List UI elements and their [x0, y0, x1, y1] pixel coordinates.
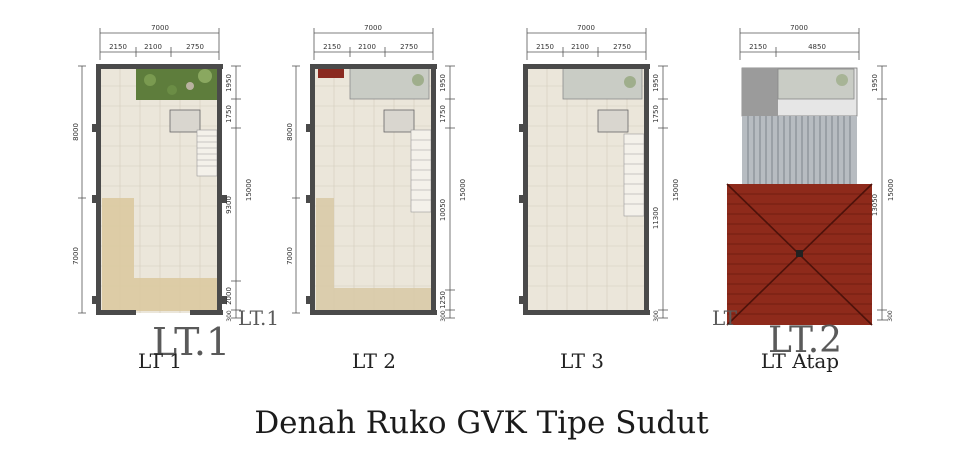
plan-roof-tile-lines: [727, 193, 872, 315]
plan-label-lt2: LT 2: [351, 349, 397, 373]
plan-lt1-dim-l1: 8000: [72, 123, 80, 141]
plan-lt2-dim-r2: 1750: [439, 105, 447, 123]
plan-lt2-dim-r3: 10050: [439, 199, 447, 221]
plan-lt3-stairs: [623, 133, 645, 217]
ghost-label-lt2-large: LT.2: [768, 320, 843, 361]
plan-roof-dim-r1: 1950: [871, 74, 879, 92]
plan-lt1-top-dims: [99, 28, 220, 60]
plan-lt1-stairs: [196, 129, 218, 177]
plan-lt3-right-dims: [658, 65, 668, 319]
plan-lt2-width-2: 2100: [358, 43, 376, 51]
plan-lt1-dim-r4: 2000: [225, 287, 233, 305]
plan-lt1-dim-r3: 9300: [225, 196, 233, 214]
plan-lt2-dim-l2: 7000: [286, 247, 294, 265]
plan-lt1-walls: [92, 64, 227, 315]
plan-lt3-dim-r2: 1750: [652, 105, 660, 123]
plan-roof-top-dims: [739, 28, 860, 60]
plan-lt1-width-3: 2750: [186, 43, 204, 51]
plan-roof-dim-r3: 300: [887, 310, 894, 322]
plan-lt1-dim-l2: 7000: [72, 247, 80, 265]
plan-lt2-bathroom: [383, 109, 415, 133]
plan-lt1-dim-r5: 300: [226, 310, 233, 322]
plan-lt3-dim-total: 15000: [672, 179, 680, 201]
ghost-label-lt: LT: [712, 306, 737, 330]
plan-lt3-bathroom: [597, 109, 629, 133]
plan-label-roof: LT Atap: [760, 349, 840, 373]
plan-lt3-width-2: 2100: [571, 43, 589, 51]
plan-lt3-dim-r1: 1950: [652, 74, 660, 92]
plan-lt2-width-3: 2750: [400, 43, 418, 51]
page-caption: Denah Ruko GVK Tipe Sudut: [254, 405, 709, 441]
plan-lt3-width-3: 2750: [613, 43, 631, 51]
plan-lt2-dim-r1: 1950: [439, 74, 447, 92]
plan-lt2-balcony: [316, 198, 431, 311]
plan-lt1-width-1: 2150: [109, 43, 127, 51]
plan-lt3: 7000 2150 2100 2750: [519, 24, 680, 322]
plan-lt2-width-1: 2150: [323, 43, 341, 51]
plan-lt3-dim-r3: 11300: [652, 207, 660, 229]
plan-label-lt1: LT 1: [137, 349, 183, 373]
plan-lt3-width-1: 2150: [536, 43, 554, 51]
plan-roof-dim-r2: 13050: [871, 194, 879, 216]
plan-roof-width-2: 4850: [808, 43, 826, 51]
plan-lt2-dim-l1: 8000: [286, 123, 294, 141]
plan-lt2: 7000 2150 2100 2750: [286, 24, 467, 322]
plan-lt2-dim-total: 15000: [459, 179, 467, 201]
plan-lt1-width-2: 2100: [144, 43, 162, 51]
plan-lt1-dim-total: 15000: [245, 179, 253, 201]
ghost-label-lt1-small: LT.1: [238, 306, 280, 330]
plan-roof: 7000 2150 4850: [726, 24, 895, 326]
plan-lt2-right-dims: [292, 65, 455, 319]
plan-lt1: 7000 2150 2100 2750: [72, 24, 253, 322]
plan-roof-dim-total: 15000: [887, 179, 895, 201]
plan-label-lt3: LT 3: [559, 349, 605, 373]
plan-lt1-terrace: [102, 198, 217, 311]
plan-lt2-overall-width: 7000: [364, 24, 382, 32]
plan-lt2-dim-r5: 300: [440, 310, 447, 322]
plan-lt2-walls: [306, 64, 437, 315]
plan-lt2-stairs: [410, 129, 432, 213]
plan-lt3-top-dims: [526, 28, 647, 60]
plan-lt1-overall-width: 7000: [151, 24, 169, 32]
plan-lt1-dim-r1: 1950: [225, 74, 233, 92]
plan-roof-overall-width: 7000: [790, 24, 808, 32]
plan-roof-right-dims: [877, 65, 887, 321]
plan-lt1-bathroom: [169, 109, 201, 133]
plan-lt1-dim-r2: 1750: [225, 105, 233, 123]
plan-lt3-walls: [519, 64, 650, 315]
plan-lt1-right-dims: [78, 65, 241, 319]
plan-lt3-dim-r4: 300: [653, 310, 660, 322]
plan-lt2-kitchen: [318, 68, 344, 78]
plan-roof-width-1: 2150: [749, 43, 767, 51]
plan-lt2-tile-grid: [314, 66, 433, 313]
plan-lt2-top-dims: [313, 28, 434, 60]
plan-roof-metal: [742, 116, 857, 184]
plan-roof-metal-ribs: [747, 116, 851, 184]
plan-lt2-dim-r4: 1250: [439, 291, 447, 309]
ghost-label-lt1-large: LT.1: [152, 320, 231, 364]
plan-lt3-overall-width: 7000: [577, 24, 595, 32]
